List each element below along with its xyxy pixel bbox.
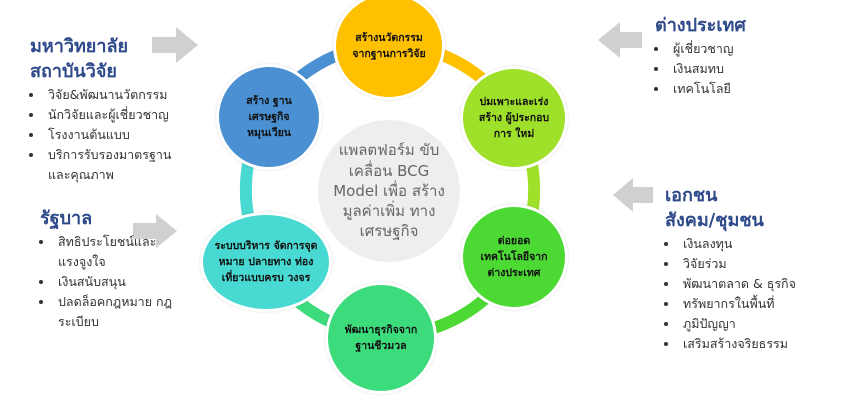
- list-item: เงินสมทบ: [669, 59, 815, 79]
- node-biomass: พัฒนาธุรกิจจาก ฐานชีวมวล: [325, 282, 437, 394]
- node-incubation: บ่มเพาะและเร่ง สร้าง ผู้ประกอบการ ใหม่: [460, 66, 568, 170]
- arrow-right-icon: [152, 27, 198, 63]
- arrow-right-icon: [133, 214, 177, 248]
- list-item: บริการรับรองมาตรฐาน และคุณภาพ: [44, 145, 188, 185]
- list-item: เทคโนโลยี: [669, 79, 815, 99]
- node-tourism: ระบบบริหาร จัดการจุดหมาย ปลายทาง ท่องเที…: [200, 212, 332, 312]
- group-university: มหาวิทยาลัย สถาบันวิจัย วิจัย&พัฒนานวัตก…: [30, 33, 200, 185]
- list-item: ผู้เชี่ยวชาญ: [669, 39, 815, 59]
- list-item: เงินลงทุน: [679, 234, 835, 254]
- list-item: เสริมสร้างจริยธรรม: [679, 334, 835, 354]
- group-title: รัฐบาล: [40, 208, 93, 229]
- group-foreign: ต่างประเทศ ผู้เชี่ยวชาญ เงินสมทบ เทคโนโล…: [655, 12, 815, 99]
- list-item: นักวิจัยและผู้เชี่ยวชาญ: [44, 105, 200, 125]
- group-title: ต่างประเทศ: [655, 15, 746, 36]
- list-item: พัฒนาตลาด & ธุรกิจ: [679, 274, 835, 294]
- node-circular: สร้าง ฐานเศรษฐกิจ หมุนเวียน: [216, 64, 322, 170]
- list-item: วิจัยร่วม: [679, 254, 835, 274]
- group-government: รัฐบาล สิทธิประโยชน์และ แรงจูงใจ เงินสนั…: [40, 205, 172, 332]
- list-item: เงินสนับสนุน: [54, 272, 170, 292]
- group-title: เอกชน: [665, 185, 718, 206]
- group-title: สังคม/ชุมชน: [665, 210, 764, 231]
- group-title: มหาวิทยาลัย: [30, 36, 129, 57]
- list-item: ภูมิปัญญา: [679, 314, 835, 334]
- group-list: วิจัย&พัฒนานวัตกรรม นักวิจัยและผู้เชี่ยว…: [30, 85, 200, 185]
- list-item: โรงงานต้นแบบ: [44, 125, 200, 145]
- list-item: ปลดล็อคกฎหมาย กฎ ระเบียบ: [54, 292, 178, 332]
- group-list: สิทธิประโยชน์และ แรงจูงใจ เงินสนับสนุน ป…: [40, 232, 172, 332]
- group-list: ผู้เชี่ยวชาญ เงินสมทบ เทคโนโลยี: [655, 39, 815, 99]
- node-innovation: สร้างนวัตกรรม จากฐานการวิจัย: [333, 0, 445, 100]
- arrow-left-icon: [598, 22, 642, 58]
- list-item: สิทธิประโยชน์และ แรงจูงใจ: [54, 232, 158, 272]
- arrow-left-icon: [613, 178, 653, 212]
- group-title: สถาบันวิจัย: [30, 61, 117, 82]
- group-list: เงินลงทุน วิจัยร่วม พัฒนาตลาด & ธุรกิจ ท…: [665, 234, 835, 354]
- list-item: ทรัพยากรในพื้นที่: [679, 294, 835, 314]
- center-platform: แพลตฟอร์ม ขับเคลื่อน BCG Model เพื่อ สร้…: [318, 120, 460, 262]
- group-private: เอกชน สังคม/ชุมชน เงินลงทุน วิจัยร่วม พั…: [665, 182, 835, 354]
- node-technology: ต่อยอด เทคโนโลยีจาก ต่างประเทศ: [460, 204, 568, 310]
- list-item: วิจัย&พัฒนานวัตกรรม: [44, 85, 200, 105]
